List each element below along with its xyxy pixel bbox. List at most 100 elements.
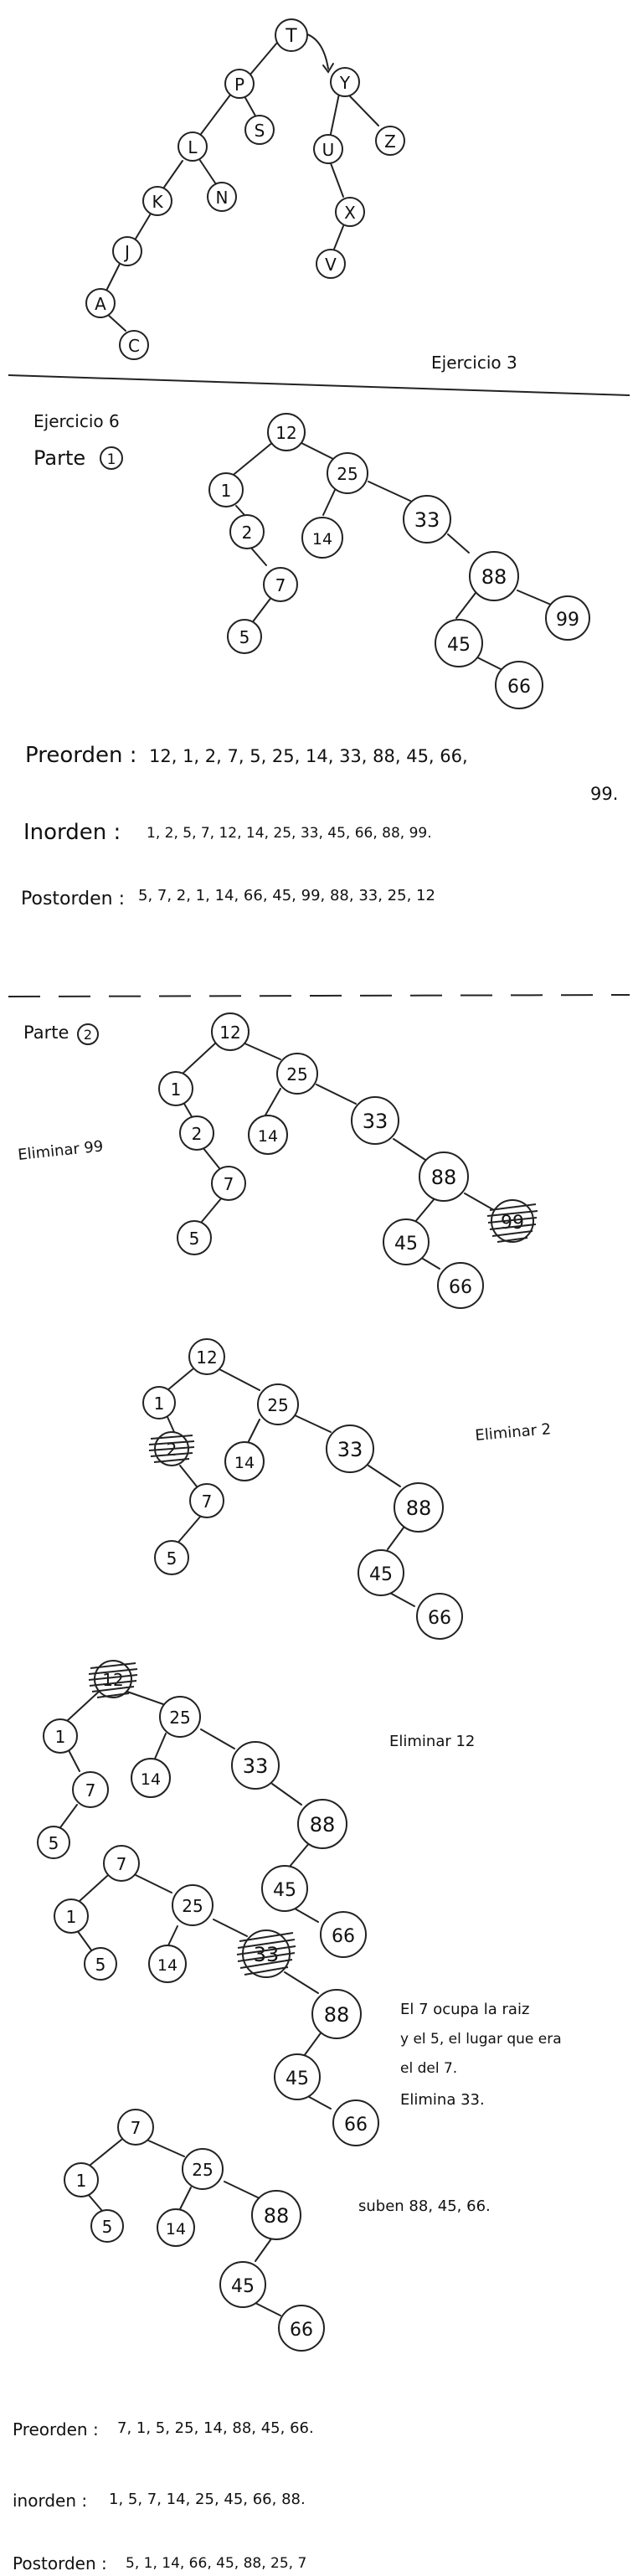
tree-node: 66 [495, 661, 543, 709]
tree-node: 45 [435, 619, 483, 667]
tree-node: 33 [326, 1425, 374, 1473]
inorden-label: inorden : [13, 2491, 87, 2511]
svg-text:N: N [216, 188, 229, 208]
tree-node: 7 [117, 2109, 154, 2146]
tree-node: 25 [327, 452, 368, 494]
svg-text:P: P [234, 75, 244, 95]
svg-text:1: 1 [55, 1727, 66, 1747]
svg-text:66: 66 [507, 677, 531, 698]
scribble-mark [236, 1932, 296, 1976]
scribble-mark [486, 1203, 538, 1243]
svg-text:7: 7 [202, 1492, 213, 1512]
tree-node: 14 [301, 517, 343, 559]
step4-tree: 7 1 5 25 14 33 88 45 66 [54, 1845, 379, 2146]
svg-text:S: S [255, 121, 265, 141]
tree-node: 25 [182, 2148, 224, 2190]
part2-number-badge: 2 [77, 1023, 99, 1045]
svg-text:25: 25 [192, 2160, 213, 2180]
svg-text:66: 66 [344, 2115, 368, 2136]
tree-node: 5 [154, 1540, 189, 1575]
svg-text:66: 66 [449, 1277, 472, 1298]
svg-text:45: 45 [394, 1234, 418, 1255]
tree-node: 33 [351, 1096, 399, 1145]
svg-text:2: 2 [192, 1124, 203, 1144]
step3-tree: 12 1 7 5 25 14 33 88 45 66 [37, 1660, 367, 1958]
svg-text:5: 5 [95, 1955, 106, 1975]
svg-text:Z: Z [384, 131, 396, 152]
tree-node: 45 [219, 2261, 266, 2308]
exercise3-label: Ejercicio 3 [431, 353, 517, 373]
tree-node: 12 [267, 413, 306, 451]
svg-text:5: 5 [49, 1833, 59, 1853]
svg-text:7: 7 [131, 2118, 141, 2138]
tree-node: 88 [419, 1151, 469, 1202]
tree-node: T [275, 18, 308, 52]
svg-text:V: V [325, 255, 337, 275]
svg-text:88: 88 [310, 1813, 336, 1837]
svg-text:66: 66 [332, 1926, 355, 1947]
tree-node: 12 [188, 1338, 225, 1375]
svg-text:7: 7 [224, 1174, 234, 1194]
svg-text:14: 14 [234, 1454, 255, 1472]
tree-node: 7 [72, 1771, 109, 1808]
preorden-label: Preorden : [13, 2419, 99, 2439]
svg-text:33: 33 [414, 508, 440, 532]
svg-text:45: 45 [369, 1564, 393, 1585]
deleted-node: 12 [88, 1660, 138, 1698]
svg-text:J: J [123, 242, 130, 262]
part1-number-badge: 1 [100, 446, 123, 470]
svg-text:99: 99 [501, 1213, 524, 1234]
tree-node: 99 [545, 595, 590, 641]
svg-text:88: 88 [481, 565, 507, 589]
tree-node: 1 [142, 1386, 176, 1419]
svg-text:88: 88 [264, 2204, 290, 2228]
tree-node: 14 [131, 1758, 171, 1798]
step2-tree: 12 1 2 7 5 25 14 33 88 45 66 [142, 1338, 463, 1640]
svg-text:Y: Y [339, 73, 351, 93]
svg-text:25: 25 [169, 1708, 190, 1728]
svg-text:5: 5 [239, 627, 250, 647]
svg-text:88: 88 [324, 2003, 350, 2027]
svg-text:5: 5 [167, 1548, 178, 1569]
svg-text:45: 45 [286, 2069, 309, 2089]
svg-text:33: 33 [337, 1438, 363, 1461]
tree-node: 1 [64, 2162, 99, 2197]
exercise3-tree: T P S L N K J A C Y U Z X V [85, 18, 405, 360]
svg-text:L: L [188, 137, 198, 157]
scribble-mark [148, 1435, 195, 1463]
svg-text:1: 1 [66, 1907, 77, 1927]
tree-node: 14 [148, 1945, 187, 1983]
svg-text:7: 7 [85, 1780, 96, 1801]
svg-text:45: 45 [231, 2276, 255, 2297]
preorden-value: 7, 1, 5, 25, 14, 88, 45, 66. [117, 2419, 314, 2437]
tree-node: N [207, 182, 237, 212]
svg-text:K: K [152, 192, 163, 212]
svg-text:99: 99 [556, 610, 579, 631]
svg-text:el del 7.: el del 7. [400, 2060, 457, 2077]
tree-node: 33 [403, 495, 451, 544]
svg-text:y el 5, el lugar que era: y el 5, el lugar que era [400, 2031, 562, 2048]
svg-text:88: 88 [406, 1497, 432, 1520]
svg-text:12: 12 [275, 423, 296, 443]
tree-node: 7 [263, 567, 298, 602]
svg-text:25: 25 [267, 1395, 288, 1415]
svg-text:14: 14 [166, 2220, 186, 2239]
tree-node: 12 [211, 1012, 250, 1051]
svg-text:1: 1 [76, 2171, 87, 2191]
tree-node: 5 [90, 2209, 124, 2243]
tree-node: 25 [257, 1383, 299, 1425]
inorden-label: Inorden : [23, 820, 121, 845]
tree-node: Z [375, 126, 405, 156]
tree-node: 14 [224, 1441, 265, 1481]
preorden-label: Preorden : [25, 743, 136, 768]
svg-text:T: T [285, 26, 297, 47]
tree-node: 88 [297, 1799, 347, 1849]
svg-text:14: 14 [258, 1127, 278, 1146]
tree-node: 66 [416, 1593, 463, 1640]
tree-node: 88 [469, 551, 519, 601]
tree-node: U [313, 134, 343, 164]
step2-note: Eliminar 2 [475, 1420, 552, 1445]
tree-node: P [224, 69, 255, 99]
tree-node: L [178, 131, 208, 162]
tree-node: 1 [158, 1071, 193, 1106]
